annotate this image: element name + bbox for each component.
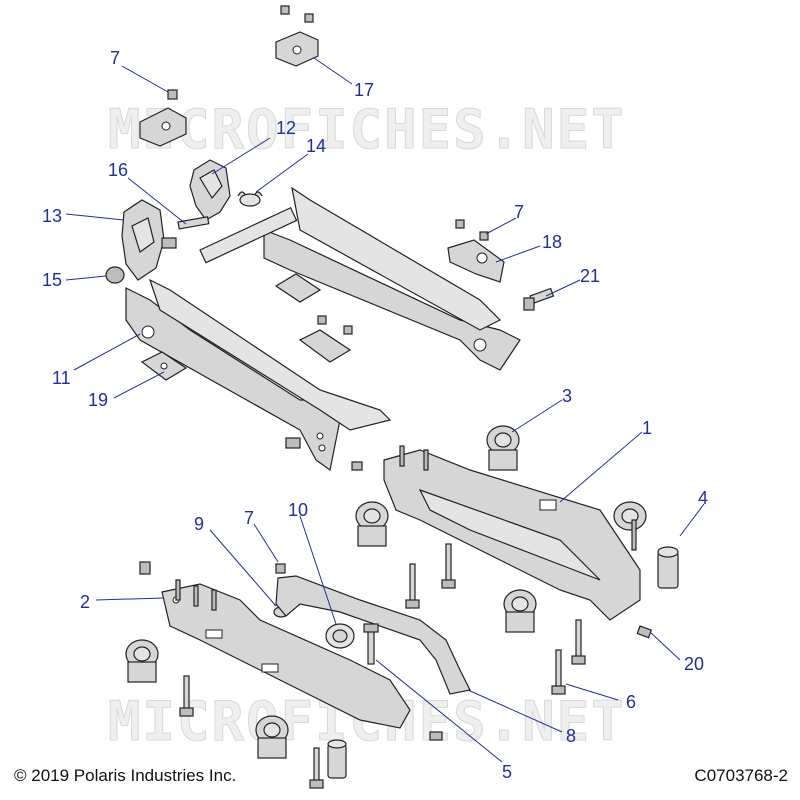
watermark-top: MICROFICHES.NET (108, 98, 626, 161)
roller-lower-center (255, 715, 289, 759)
callout-1: 1 (642, 418, 652, 438)
part-14-spring (237, 191, 263, 207)
callout-16: 16 (108, 160, 128, 180)
callout-18: 18 (542, 232, 562, 252)
callout-21: 21 (580, 266, 600, 286)
part-13-latch (121, 199, 165, 281)
roller-left (355, 501, 389, 547)
roller-lower-left (125, 639, 159, 683)
part-2-rail-plate (161, 579, 411, 729)
callout-9: 9 (194, 514, 204, 534)
callout-20: 20 (684, 654, 704, 674)
callout-3: 3 (562, 386, 572, 406)
callout-6: 6 (626, 692, 636, 712)
callout-8: 8 (566, 726, 576, 746)
part-7-nut-lower (275, 563, 286, 574)
part-15-spring (105, 266, 125, 284)
callout-17: 17 (354, 80, 374, 100)
callout-7-lower: 7 (244, 508, 254, 528)
part-20-bolt (636, 625, 653, 639)
bolts-group (405, 543, 586, 695)
callout-13: 13 (42, 206, 62, 226)
part-17-bracket (275, 5, 319, 67)
callout-7-right: 7 (514, 202, 524, 222)
leader-lines (65, 57, 705, 763)
callout-11: 11 (52, 368, 71, 388)
callout-labels: 7 17 12 14 16 13 7 18 15 21 11 19 3 1 4 … (42, 48, 708, 782)
part-21-bolt (523, 287, 555, 311)
part-1-cross-member (383, 445, 641, 621)
callout-12: 12 (276, 118, 296, 138)
callout-2: 2 (80, 592, 90, 612)
spacer-lower (327, 739, 347, 779)
frame-nut (351, 461, 363, 471)
center-bracket (274, 273, 353, 363)
callout-10: 10 (288, 500, 308, 520)
part-16-pin (161, 216, 210, 249)
part-11-seat-frame (125, 186, 521, 472)
diagram-id: C0703768-2 (694, 766, 788, 785)
roller-right (613, 501, 647, 551)
part-5-pin (363, 623, 379, 665)
part-19-bracket (140, 351, 188, 381)
callout-19: 19 (88, 390, 108, 410)
part-10-spring (325, 623, 355, 649)
part-4-spacer (657, 546, 679, 589)
copyright-text: © 2019 Polaris Industries Inc. (14, 766, 237, 785)
callout-14: 14 (306, 136, 326, 156)
callout-5: 5 (502, 762, 512, 782)
callout-4: 4 (698, 488, 708, 508)
part-3-roller (486, 425, 520, 471)
frame-bolt (285, 437, 301, 449)
part-18-bracket (447, 219, 505, 283)
bolts-lower (139, 561, 443, 789)
part-7-nut-top (139, 89, 187, 147)
part-12-latch (189, 159, 231, 221)
roller-bottom (503, 589, 537, 633)
callout-7-top: 7 (110, 48, 120, 68)
callout-15: 15 (42, 270, 62, 290)
part-8-handle (275, 575, 471, 695)
